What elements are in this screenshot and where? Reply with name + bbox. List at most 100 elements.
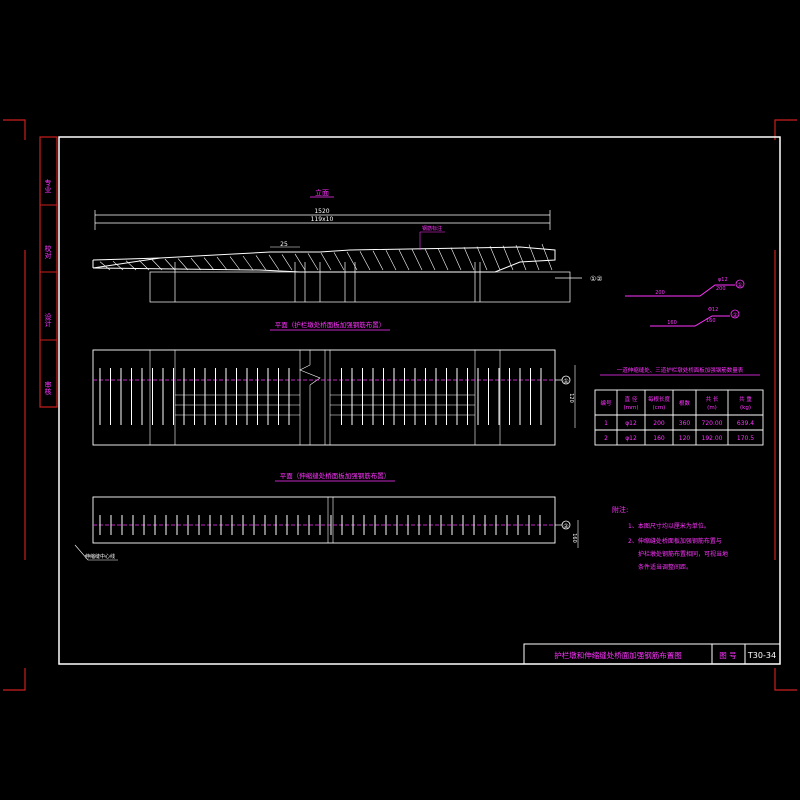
table-header-cell: (mm) xyxy=(623,405,638,411)
elevation-hatch-line xyxy=(437,248,449,271)
rebar-1-marker: ① xyxy=(737,282,742,289)
elevation-hatch-line xyxy=(138,259,150,271)
table-header-cell: 共 重 xyxy=(739,395,752,403)
rebar-2-marker: ② xyxy=(732,312,738,319)
rebar-2-dia: Φ12 xyxy=(708,307,718,313)
elevation-hatch-line xyxy=(502,245,514,271)
rebar-1-length: 200 xyxy=(655,290,665,296)
elevation-rebar-note: 钢筋标注 xyxy=(422,225,442,232)
table-cell: 160 xyxy=(653,435,665,442)
plan1-break-symbol xyxy=(299,350,321,445)
table-cell: 192.00 xyxy=(702,435,723,442)
elevation-hatch-line xyxy=(125,260,137,271)
notes-item-1: 1、本图尺寸均以厘米为单位。 xyxy=(628,522,710,530)
elevation-hatch-line xyxy=(177,258,189,271)
elevation-hatch-line xyxy=(476,246,488,271)
sidebar-label-3: 设计 xyxy=(44,312,52,328)
rebar-shape-1: ① φ12 200 200 xyxy=(625,277,745,297)
elevation-view: 立面 1520 119x10 ①② 25 钢筋标注 xyxy=(92,188,603,303)
plan1-title: 平面（护栏墩处桥面板加强钢筋布置） xyxy=(275,320,386,329)
elevation-hatch-line xyxy=(307,253,319,271)
elevation-hatch-line xyxy=(229,256,241,271)
plan1-marker: ① xyxy=(563,378,568,385)
corner-marks xyxy=(3,119,797,691)
rebar-1-bend: 200 xyxy=(716,286,726,292)
elevation-hatch-line xyxy=(268,254,280,271)
sidebar-label-1: 专业 xyxy=(44,178,52,193)
table-header-cell: 共 长 xyxy=(706,395,719,403)
plan1-side-dim: 120 xyxy=(568,393,574,403)
elevation-hatch-line xyxy=(541,243,553,271)
elevation-markers: ①② xyxy=(590,275,603,283)
elevation-hatch-line xyxy=(281,254,293,271)
table-cell: 639.4 xyxy=(737,420,754,427)
table-cell: 170.5 xyxy=(737,435,754,442)
table-cell: 1 xyxy=(604,420,608,427)
table-header-cell: 编号 xyxy=(600,399,612,407)
table-header-cell: 每根长度 xyxy=(648,395,671,403)
elevation-hatch-line xyxy=(164,258,176,271)
drawing-frame xyxy=(58,136,781,665)
table-header-cell: (m) xyxy=(707,405,717,411)
rebar-1-dia: φ12 xyxy=(718,277,728,283)
plan-view-1: 平面（护栏墩处桥面板加强钢筋布置） ① 120 xyxy=(92,320,576,446)
table-cell: 200 xyxy=(653,420,665,427)
elevation-hatch-line xyxy=(151,259,163,271)
notes: 附注: 1、本图尺寸均以厘米为单位。 2、伸缩缝处桥面板加强钢筋布置与 护栏墩处… xyxy=(612,505,728,571)
elevation-hatch-line xyxy=(359,251,371,271)
title-block-title: 护栏墩和伸缩缝处桥面加强钢筋布置图 xyxy=(554,650,682,660)
elevation-hatch-line xyxy=(450,247,462,271)
rebar-quantity-table: 一道伸缩缝处、三道护栏墩处桥面板加强钢筋数量表 编号 直 径 (mm) 每根长度 (cm… xyxy=(594,366,764,446)
plan-view-2: 平面（伸缩缝处桥面板加强钢筋布置） ② 160 伸缩缝中心线 xyxy=(74,471,579,561)
sidebar-label-4: 审核 xyxy=(44,380,52,396)
elevation-hatch-line xyxy=(242,255,254,271)
plan2-title: 平面（伸缩缝处桥面板加强钢筋布置） xyxy=(280,471,391,480)
elevation-hatch-line xyxy=(372,250,384,271)
elevation-hatch-line xyxy=(203,257,215,271)
notes-item-4: 条件适当调整间距。 xyxy=(638,563,692,571)
rebar-shape-2: ② Φ12 160 160 xyxy=(650,307,740,327)
table-cell: 2 xyxy=(604,435,608,442)
table-cell: 360 xyxy=(679,420,691,427)
rebar-2-bend: 160 xyxy=(706,318,716,324)
elevation-hatch-line xyxy=(320,252,332,271)
elevation-slope-dim: 25 xyxy=(280,241,288,248)
elevation-hatch-line xyxy=(190,257,202,271)
notes-heading: 附注: xyxy=(612,505,628,514)
elevation-title: 立面 xyxy=(315,188,329,197)
notes-item-2: 2、伸缩缝处桥面板加强钢筋布置与 xyxy=(628,537,722,545)
table-title: 一道伸缩缝处、三道护栏墩处桥面板加强钢筋数量表 xyxy=(617,366,744,374)
table-header-cell: 直 径 xyxy=(625,395,638,403)
elevation-spacing-dim: 119x10 xyxy=(311,216,334,223)
table-cell: φ12 xyxy=(625,420,637,427)
elevation-hatch-line xyxy=(333,252,345,271)
elevation-hatch-line xyxy=(99,261,111,271)
elevation-hatch-line xyxy=(463,247,475,271)
elevation-hatch-line xyxy=(424,248,436,271)
table-cell: 720.00 xyxy=(702,420,723,427)
elevation-hatch-line xyxy=(112,260,124,271)
elevation-overall-dim: 1520 xyxy=(314,208,329,215)
table-header-cell: (kg) xyxy=(740,405,751,411)
table-cell: φ12 xyxy=(625,435,637,442)
plan2-leader-note: 伸缩缝中心线 xyxy=(85,553,115,560)
title-block-label: 图 号 xyxy=(719,651,736,660)
elevation-hatch-line xyxy=(385,250,397,271)
sidebar-label-2: 校对 xyxy=(44,244,52,259)
plan2-marker: ② xyxy=(563,523,569,530)
elevation-hatch-line xyxy=(255,255,267,271)
elevation-hatch-line xyxy=(346,251,358,271)
notes-item-3: 护栏墩处钢筋布置相同，可视当地 xyxy=(638,550,728,558)
rebar-2-length: 160 xyxy=(667,320,677,326)
sidebar: 专业 校对 设计 审核 xyxy=(39,136,58,408)
table-cell: 120 xyxy=(679,435,691,442)
table-header-cell: (cm) xyxy=(653,405,666,411)
elevation-hatch-line xyxy=(411,249,423,271)
title-block: 护栏墩和伸缩缝处桥面加强钢筋布置图 图 号 T30-34 xyxy=(523,643,781,665)
elevation-hatch-line xyxy=(216,256,228,271)
elevation-hatch-line xyxy=(528,244,540,271)
table-header-cell: 根数 xyxy=(679,399,691,407)
elevation-hatch-line xyxy=(515,244,527,271)
elevation-hatch-line xyxy=(398,249,410,271)
